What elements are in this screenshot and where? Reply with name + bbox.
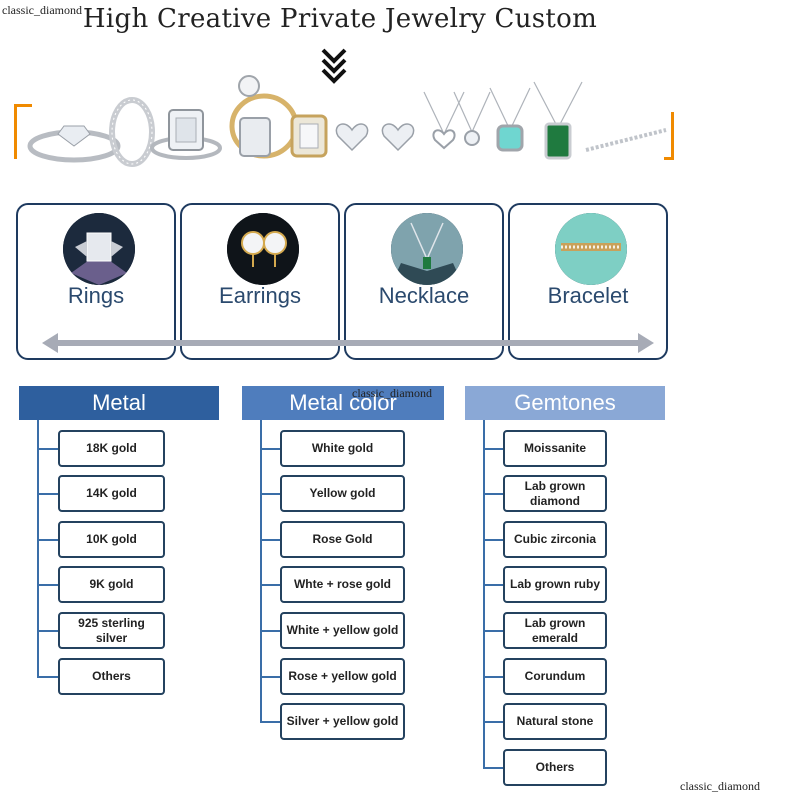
tree-branch: [260, 448, 280, 450]
tree-branch: [37, 539, 58, 541]
tree-branch: [260, 584, 280, 586]
category-card-earrings[interactable]: Earrings: [180, 203, 340, 360]
tennis-bracelet-image: [585, 128, 667, 152]
tree-branch: [260, 539, 280, 541]
metal-option[interactable]: 10K gold: [58, 521, 165, 558]
metal-color-header: Metal color: [242, 386, 444, 420]
emerald-cut-ring-image: [150, 109, 222, 160]
tree-branch: [483, 448, 503, 450]
category-label: Necklace: [378, 283, 470, 308]
earring-photo-icon: [227, 213, 299, 285]
tree-branch: [37, 630, 58, 632]
category-card-rings[interactable]: Rings: [16, 203, 176, 360]
double-arrow-icon: [42, 333, 654, 353]
metal-color-option[interactable]: Yellow gold: [280, 475, 405, 512]
page-title: High Creative Private Jewelry Custom: [82, 4, 598, 34]
metal-color-tree-trunk: [260, 420, 262, 723]
jewelry-banner: [14, 74, 674, 174]
tree-branch: [483, 767, 503, 769]
solitaire-ring-image: [27, 125, 121, 163]
necklace-photo-icon: [391, 213, 463, 285]
gemtones-header: Gemtones: [465, 386, 665, 420]
tree-branch: [483, 676, 503, 678]
heart-earrings-image: [335, 123, 415, 152]
metal-option[interactable]: 9K gold: [58, 566, 165, 603]
orange-corner-bracket-left: [14, 104, 32, 159]
gemtone-option[interactable]: Corundum: [503, 658, 607, 695]
tree-branch: [37, 676, 58, 678]
gemtone-option[interactable]: Moissanite: [503, 430, 607, 467]
metal-color-option[interactable]: Rose Gold: [280, 521, 405, 558]
tree-branch: [260, 676, 280, 678]
category-card-necklace[interactable]: Necklace: [344, 203, 504, 360]
tree-branch: [483, 584, 503, 586]
metal-option[interactable]: Others: [58, 658, 165, 695]
metal-option[interactable]: 925 sterling silver: [58, 612, 165, 649]
metal-color-option[interactable]: Whte + rose gold: [280, 566, 405, 603]
gemtone-option[interactable]: Lab grown ruby: [503, 566, 607, 603]
gemtone-option[interactable]: Lab grown emerald: [503, 612, 607, 649]
tree-branch: [37, 448, 58, 450]
paraiba-pendant-image: [489, 87, 531, 152]
metal-header: Metal: [19, 386, 219, 420]
tree-branch: [483, 630, 503, 632]
metal-option[interactable]: 18K gold: [58, 430, 165, 467]
watermark-bottom-right: classic_diamond: [680, 779, 760, 793]
metal-color-option[interactable]: Silver + yellow gold: [280, 703, 405, 740]
tree-branch: [260, 493, 280, 495]
tree-branch: [483, 493, 503, 495]
metal-tree-trunk: [37, 420, 39, 678]
gemtone-option[interactable]: Lab grown diamond: [503, 475, 607, 512]
gemtone-option[interactable]: Others: [503, 749, 607, 786]
ring-photo-icon: [63, 213, 135, 285]
gemtone-option[interactable]: Natural stone: [503, 703, 607, 740]
double-chevron-down-icon: [321, 48, 347, 84]
metal-color-option[interactable]: White + yellow gold: [280, 612, 405, 649]
emerald-cut-gold-pendant-image: [290, 114, 328, 158]
gold-halo-ring-image: [229, 75, 299, 159]
orange-corner-bracket-right: [664, 112, 674, 160]
category-label: Bracelet: [547, 283, 629, 308]
category-card-bracelet[interactable]: Bracelet: [508, 203, 668, 360]
emerald-pendant-image: [533, 81, 583, 160]
gemtones-tree-trunk: [483, 420, 485, 769]
watermark-center: classic_diamond: [352, 386, 432, 400]
tree-branch: [483, 539, 503, 541]
gemtone-option[interactable]: Cubic zirconia: [503, 521, 607, 558]
heart-necklaces-image: [423, 91, 491, 150]
tree-branch: [260, 630, 280, 632]
metal-color-option[interactable]: White gold: [280, 430, 405, 467]
bracelet-photo-icon: [555, 213, 627, 285]
category-label: Rings: [67, 283, 125, 308]
metal-option[interactable]: 14K gold: [58, 475, 165, 512]
tree-branch: [483, 721, 503, 723]
tree-branch: [260, 721, 280, 723]
metal-color-option[interactable]: Rose + yellow gold: [280, 658, 405, 695]
tree-branch: [37, 584, 58, 586]
eternity-band-image: [109, 97, 155, 167]
watermark-top-left: classic_diamond: [2, 3, 82, 17]
category-panel: Rings Earrings Necklace: [16, 203, 670, 360]
tree-branch: [37, 493, 58, 495]
category-label: Earrings: [219, 283, 301, 308]
